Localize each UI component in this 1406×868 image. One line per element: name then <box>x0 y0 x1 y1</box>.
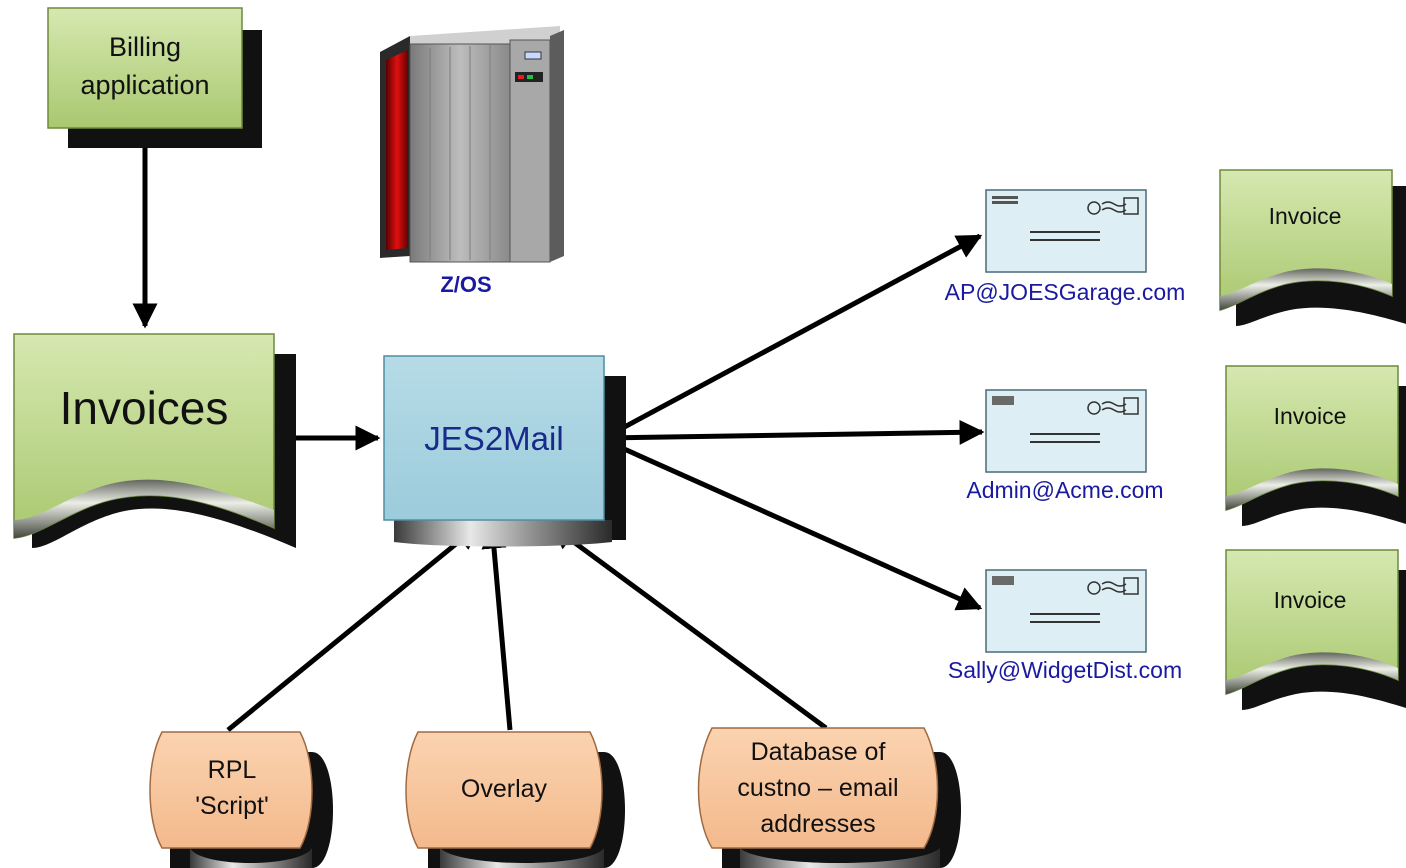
input-rpl-script-line-1: RPL <box>208 756 257 784</box>
jes2mail-box: JES2Mail <box>383 355 626 547</box>
recipient-2: Admin@Acme.com <box>966 389 1164 503</box>
envelope-icon <box>985 189 1147 273</box>
input-overlay-label: Overlay <box>461 775 548 803</box>
invoice-document-1-label: Invoice <box>1269 203 1342 229</box>
invoice-document-2: Invoice <box>1225 365 1406 526</box>
billing-application-label-line-2: application <box>80 70 209 100</box>
mainframe-server-icon: Z/OS <box>380 26 564 297</box>
billing-application-label-line-1: Billing <box>109 32 181 62</box>
jes2mail-label: JES2Mail <box>424 420 563 457</box>
zos-label: Z/OS <box>440 272 491 297</box>
envelope-icon <box>985 389 1147 473</box>
arrow-jes2mail-to-recipient-1 <box>602 233 983 441</box>
invoice-document-3-label: Invoice <box>1274 587 1347 613</box>
input-rpl-script: RPL 'Script' <box>149 731 333 868</box>
input-database-line-2: custno – email <box>737 774 898 802</box>
arrow-overlay-to-jes2mail <box>481 523 513 731</box>
invoice-document-2-label: Invoice <box>1274 403 1347 429</box>
billing-application-box: Billing application <box>47 7 262 148</box>
input-rpl-script-line-2: 'Script' <box>195 792 268 820</box>
connector-arrows <box>132 128 985 732</box>
invoice-document-3: Invoice <box>1225 549 1406 710</box>
arrow-script-to-jes2mail <box>226 524 480 732</box>
invoices-document: Invoices <box>13 333 296 548</box>
input-database-line-3: addresses <box>760 810 875 838</box>
arrow-jes2mail-to-recipient-3 <box>602 437 983 611</box>
recipient-3: Sally@WidgetDist.com <box>948 569 1182 683</box>
input-database: Database of custno – email addresses <box>697 727 961 868</box>
recipient-1: AP@JOESGarage.com <box>945 189 1186 305</box>
arrow-database-to-jes2mail <box>549 523 828 731</box>
recipient-3-email: Sally@WidgetDist.com <box>948 657 1182 683</box>
recipient-1-email: AP@JOESGarage.com <box>945 279 1186 305</box>
input-overlay: Overlay <box>405 731 625 868</box>
invoices-label: Invoices <box>60 382 229 434</box>
input-database-line-1: Database of <box>751 738 886 766</box>
invoice-document-1: Invoice <box>1219 169 1406 326</box>
envelope-icon <box>985 569 1147 653</box>
arrow-jes2mail-to-recipient-2 <box>603 419 985 445</box>
recipient-2-email: Admin@Acme.com <box>966 477 1163 503</box>
